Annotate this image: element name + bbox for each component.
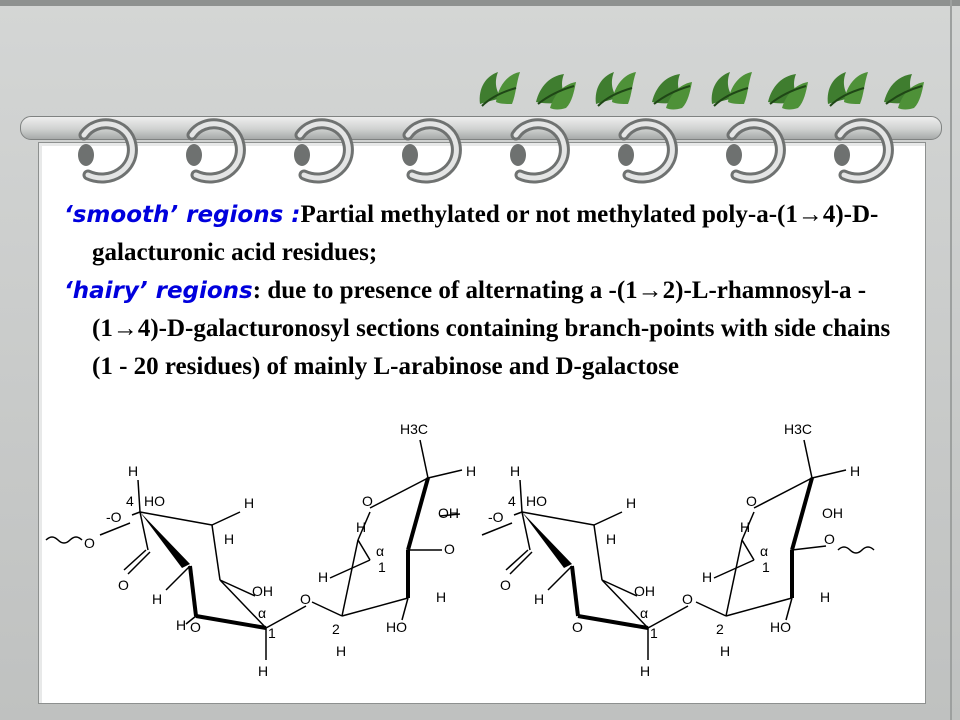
structure-unit-right: H -O 4 HO O H O H H OH α 1 H O [481,463,693,679]
atom-label: H [336,643,346,659]
atom-label: H [640,663,650,679]
rhamnogalacturonan-structure-diagram: H -O O 4 HO O H H O H H OH α 1 H O [45,421,875,679]
anomeric-alpha-label: α [258,605,266,621]
leaf-icon [479,72,520,107]
atom-label: O [444,541,455,557]
hairy-region-description: : due to presence of alternating a -(1→2… [92,277,891,380]
ring-position-label: 2 [716,621,724,637]
anomeric-alpha-label: α [376,543,384,559]
structure-unit-rhamnose-left: H3C H O OH H α 1 H O 2 H HO H [311,421,476,659]
leaf-icon [884,74,924,110]
atom-label: OH [822,505,843,521]
atom-label: H [224,531,234,547]
atom-label: O [190,619,201,635]
hairy-region-term: ‘hairy’ regions [64,278,253,304]
atom-label: H3C [784,421,812,437]
atom-label: HO [526,493,547,509]
atom-label: H [128,463,138,479]
atom-label: H3C [400,421,428,437]
atom-label: H [702,569,712,585]
smooth-region-term: ‘smooth’ regions : [64,202,301,228]
atom-label: O [824,531,835,547]
structure-unit-left: H -O O 4 HO O H H O H H OH α 1 H O [45,463,311,679]
atom-label: OH [438,505,459,521]
atom-label: H [356,519,366,535]
atom-label: H [466,463,476,479]
atom-label: H [820,589,830,605]
anomeric-alpha-label: α [760,543,768,559]
ring-position-label: 1 [378,559,386,575]
atom-label: OH [634,583,655,599]
atom-label: OH [252,583,273,599]
smooth-region-paragraph: ‘smooth’ regions :Partial methylated or … [64,196,914,272]
atom-label: O [300,591,311,607]
atom-label: HO [770,619,791,635]
atom-label: H [606,531,616,547]
ring-position-label: 1 [650,625,658,641]
atom-label: O [746,493,757,509]
atom-label: O [84,535,95,551]
ring-position-label: 1 [268,625,276,641]
atom-label: H [258,663,268,679]
leaf-icon [827,72,868,107]
atom-label: HO [386,619,407,635]
structure-unit-rhamnose-right: H3C H O OH H α 1 H O 2 H HO H [695,421,875,659]
leaf-icon [652,74,692,110]
atom-label: H [626,495,636,511]
atom-label: HO [144,493,165,509]
atom-label: -O [106,509,122,525]
atom-label: H [152,591,162,607]
ring-position-label: 2 [332,621,340,637]
atom-label: H [850,463,860,479]
leaf-icon [595,72,636,107]
atom-label: O [500,577,511,593]
atom-label: H [740,519,750,535]
atom-label: H [318,569,328,585]
anomeric-alpha-label: α [640,605,648,621]
atom-label: O [682,591,693,607]
binder-bar [20,116,942,140]
ring-position-label: 4 [126,493,134,509]
notebook-paper [38,142,926,704]
leaf-icon [768,74,808,110]
hairy-region-paragraph: ‘hairy’ regions: due to presence of alte… [64,272,914,386]
leaf-decoration-row [472,58,952,114]
ring-position-label: 1 [762,559,770,575]
atom-label: H [244,495,254,511]
leaf-icon [536,74,576,110]
atom-label: H [436,589,446,605]
atom-label: O [572,619,583,635]
leaf-icon [711,72,752,107]
ring-position-label: 4 [508,493,516,509]
atom-label: -O [488,509,504,525]
atom-label: O [362,493,373,509]
smooth-region-description: Partial methylated or not methylated pol… [92,201,879,266]
text-block: ‘smooth’ regions :Partial methylated or … [64,196,914,386]
atom-label: H [510,463,520,479]
atom-label: H [720,643,730,659]
atom-label: O [118,577,129,593]
atom-label: H [534,591,544,607]
atom-label: H [176,617,186,633]
